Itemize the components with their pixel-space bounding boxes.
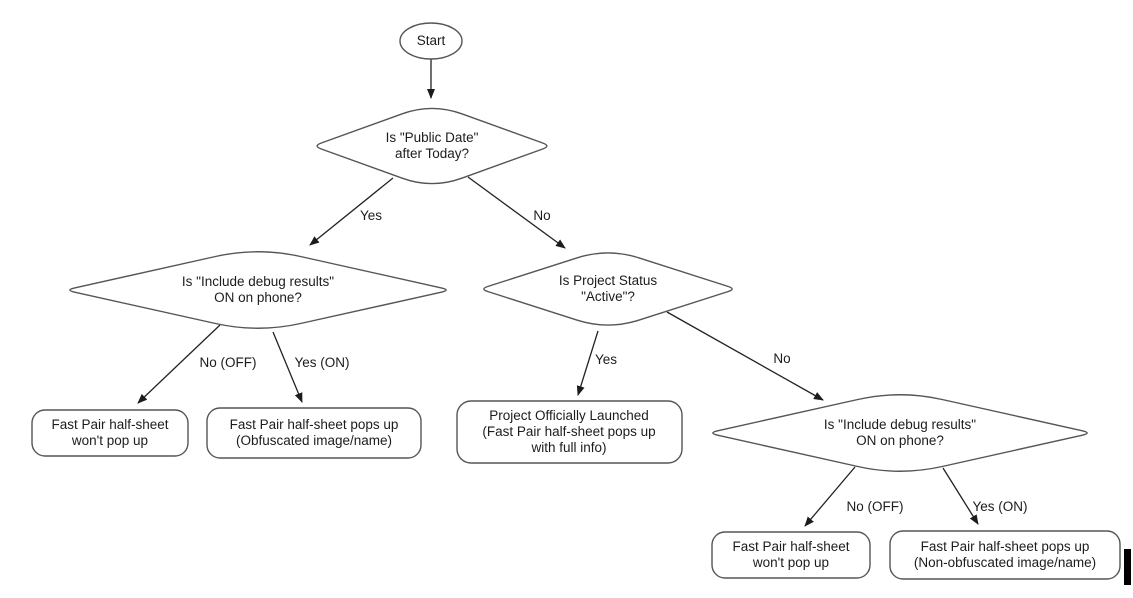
start-node-shape [399, 22, 463, 60]
edge-project-status-no [666, 311, 824, 401]
label-line: "Active"? [581, 289, 635, 304]
label-line: Fast Pair half-sheet [732, 539, 850, 554]
label-line: with full info) [531, 440, 607, 455]
terminal-non-obfuscated-shape [889, 530, 1121, 580]
label-line: won't pop up [71, 433, 149, 448]
decision-debug-right-shape [712, 394, 1088, 472]
label-line: ON on phone? [214, 290, 302, 305]
label-line: Start [416, 33, 446, 48]
edge-label-yes-on-right: Yes (ON) [972, 499, 1028, 514]
terminal-launched-shape [456, 400, 683, 464]
label-line: Is "Public Date" [385, 130, 479, 145]
edge-label-no-off-right: No (OFF) [846, 499, 904, 514]
label-line: Is "Include debug results" [823, 417, 977, 432]
decision-debug-right-label: Is "Include debug results" ON on phone? [824, 417, 976, 449]
terminal-launched-label: Project Officially Launched (Fast Pair h… [482, 408, 655, 456]
edge-label-yes-mid: Yes [594, 352, 618, 367]
edge-public-date-no [467, 176, 566, 249]
label-line: after Today? [394, 146, 470, 161]
decision-public-date-label: Is "Public Date" after Today? [386, 130, 479, 162]
label-line: Fast Pair half-sheet pops up [920, 539, 1090, 554]
edge-label-no-mid: No [773, 351, 791, 366]
label-line: won't pop up [752, 555, 830, 570]
label-line: (Obfuscated image/name) [235, 433, 393, 448]
terminal-obfuscated-shape [206, 407, 422, 459]
decision-public-date-shape [316, 107, 548, 185]
decision-debug-left-label: Is "Include debug results" ON on phone? [182, 274, 334, 306]
terminal-no-popup-right-shape [711, 531, 871, 579]
label-line: (Fast Pair half-sheet pops up [482, 424, 656, 439]
decision-debug-left-shape [69, 251, 447, 329]
edge-debug-left-no-off [137, 324, 221, 404]
terminal-non-obfuscated-label: Fast Pair half-sheet pops up (Non-obfusc… [914, 539, 1096, 571]
edge-project-status-yes [576, 330, 599, 396]
label-line: Is "Include debug results" [181, 274, 335, 289]
edge-debug-right-no-off [804, 466, 856, 527]
label-line: Is Project Status [558, 273, 658, 288]
edge-public-date-yes [309, 177, 394, 246]
label-line: Fast Pair half-sheet [51, 417, 169, 432]
decision-project-status-shape [483, 252, 733, 326]
label-line: ON on phone? [856, 433, 944, 448]
decision-project-status-label: Is Project Status "Active"? [559, 273, 657, 305]
terminal-no-popup-left-label: Fast Pair half-sheet won't pop up [51, 417, 168, 449]
label-line: Project Officially Launched [489, 408, 649, 423]
edge-debug-right-yes-on [942, 467, 979, 525]
terminal-no-popup-right-label: Fast Pair half-sheet won't pop up [732, 539, 849, 571]
edge-label-no-right: No [533, 208, 551, 223]
edge-label-yes-left: Yes [359, 208, 383, 223]
edge-label-yes-on-left: Yes (ON) [294, 355, 350, 370]
edge-label-no-off-left: No (OFF) [199, 355, 257, 370]
terminal-no-popup-left-shape [31, 409, 189, 457]
start-node-label: Start [417, 33, 446, 49]
text-cursor-artifact [1124, 549, 1131, 585]
label-line: (Non-obfuscated image/name) [913, 555, 1097, 570]
terminal-obfuscated-label: Fast Pair half-sheet pops up (Obfuscated… [230, 417, 399, 449]
label-line: Fast Pair half-sheet pops up [229, 417, 399, 432]
edge-debug-left-yes-on [272, 331, 303, 403]
